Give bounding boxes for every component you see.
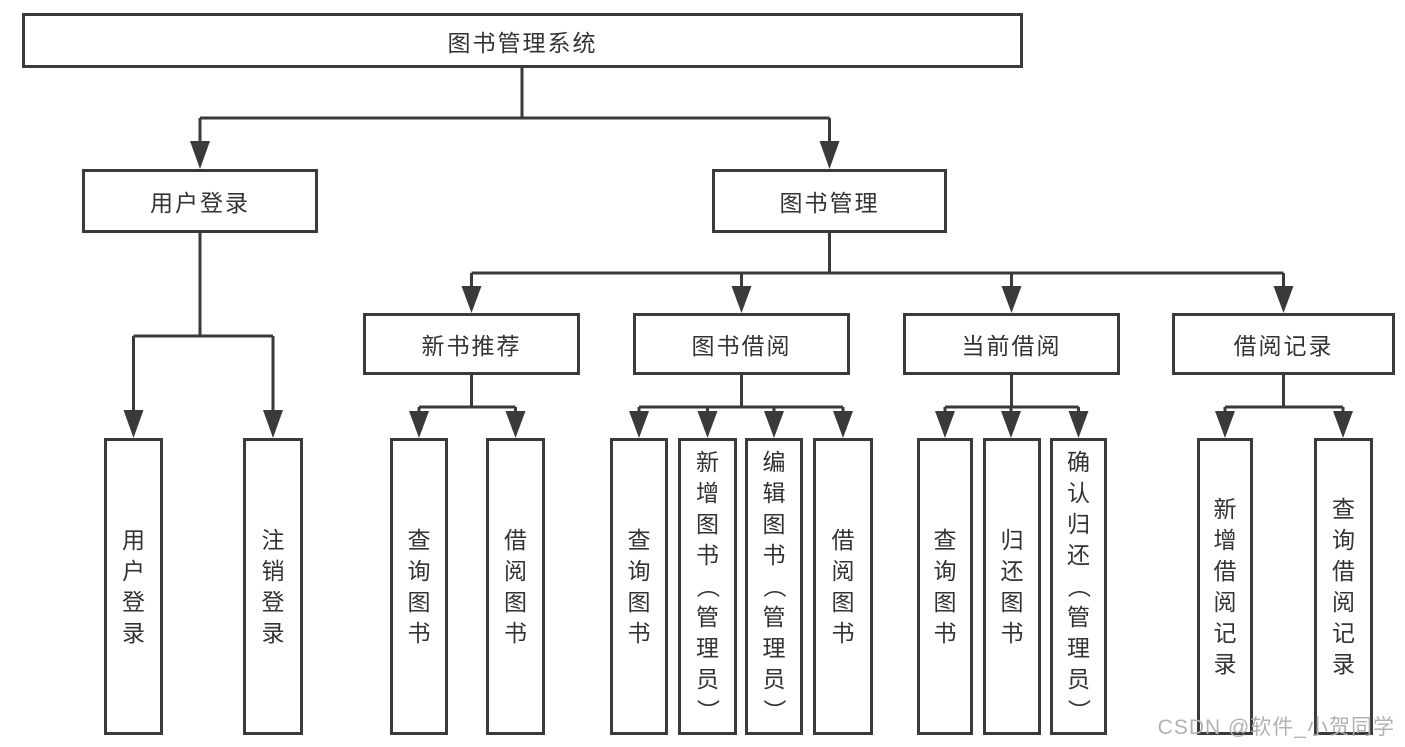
leaf-borrow-books-recommend: 借阅图书 [486,438,545,735]
leaf-query-books-current: 查询图书 [917,438,973,735]
node-root-system: 图书管理系统 [22,13,1023,68]
node-user-login: 用户登录 [82,169,318,233]
node-book-borrow: 图书借阅 [633,313,850,375]
leaf-query-books-recommend: 查询图书 [390,438,448,735]
leaf-add-books-admin: 新增图书（管理员） [678,438,737,735]
node-borrow-records: 借阅记录 [1172,313,1395,375]
leaf-borrow-books: 借阅图书 [813,438,873,735]
connector-borrow-records [1223,375,1345,417]
connector-root [198,68,831,145]
leaf-confirm-return-admin: 确认归还（管理员） [1050,438,1107,735]
leaf-query-borrow-record: 查询借阅记录 [1314,438,1373,735]
connector-new-book [417,375,517,417]
connector-book-mgmt [470,233,1285,290]
connector-current-borrow [943,375,1080,417]
leaf-edit-books-admin: 编辑图书（管理员） [745,438,803,735]
csdn-watermark: CSDN @软件_小贺同学 [1157,716,1395,739]
leaf-return-books: 归还图书 [983,438,1041,735]
connector-book-borrow [637,375,845,417]
node-current-borrow: 当前借阅 [903,313,1120,375]
leaf-query-books-borrow: 查询图书 [610,438,668,735]
connector-user-login [132,233,275,414]
node-new-book-recommend: 新书推荐 [363,313,580,375]
leaf-user-login: 用户登录 [104,438,163,735]
node-book-management: 图书管理 [712,169,947,233]
leaf-logout: 注销登录 [243,438,303,735]
leaf-add-borrow-record: 新增借阅记录 [1197,438,1253,735]
